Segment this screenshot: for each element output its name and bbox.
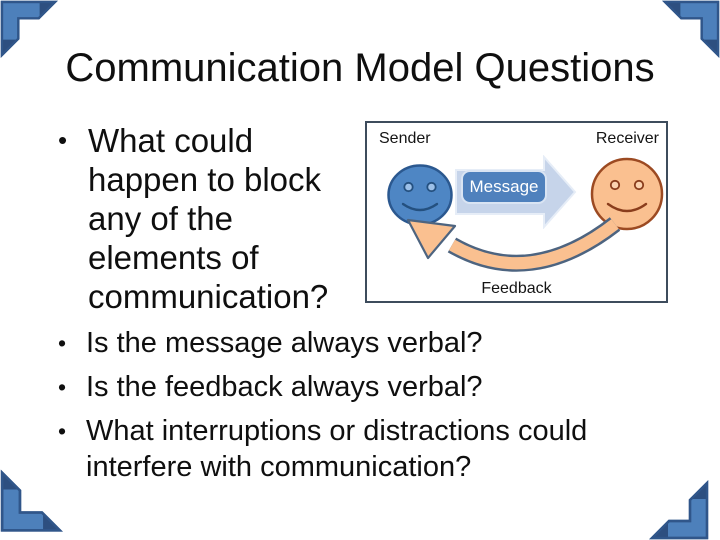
communication-model-diagram: Sender Receiver Message Feed: [365, 121, 668, 303]
feedback-arrow-icon: [406, 217, 621, 272]
receiver-label: Receiver: [595, 130, 659, 147]
bullet-item: • What could happen to block any of the …: [58, 121, 350, 316]
bullet-list-left: • What could happen to block any of the …: [58, 121, 350, 316]
receiver-smiley-icon: [590, 157, 664, 231]
message-badge: Message: [461, 170, 547, 204]
message-label: Message: [469, 177, 539, 196]
corner-arrow-icon: [0, 0, 58, 58]
bullet-text: What interruptions or distractions could…: [86, 415, 588, 483]
bullet-item: • What interruptions or distractions cou…: [58, 413, 680, 485]
sender-smiley-icon: [387, 164, 453, 226]
bullet-item: • Is the message always verbal?: [58, 325, 680, 361]
bullet-marker: •: [58, 330, 67, 356]
corner-arrow-icon: [649, 480, 709, 540]
bullet-text: Is the feedback always verbal?: [86, 371, 483, 403]
bullet-text: What could happen to block any of the el…: [88, 122, 329, 315]
slide-title: Communication Model Questions: [65, 46, 655, 90]
bullet-marker: •: [58, 125, 68, 155]
feedback-label: Feedback: [481, 280, 552, 297]
bullet-marker: •: [58, 418, 67, 444]
sender-label: Sender: [379, 130, 431, 147]
bullet-text: Is the message always verbal?: [86, 327, 483, 359]
bullet-item: • Is the feedback always verbal?: [58, 369, 680, 405]
bullet-list-bottom: • Is the message always verbal? • Is the…: [58, 325, 680, 493]
corner-arrow-icon: [0, 469, 63, 532]
bullet-marker: •: [58, 374, 67, 400]
corner-arrow-icon: [662, 0, 720, 58]
